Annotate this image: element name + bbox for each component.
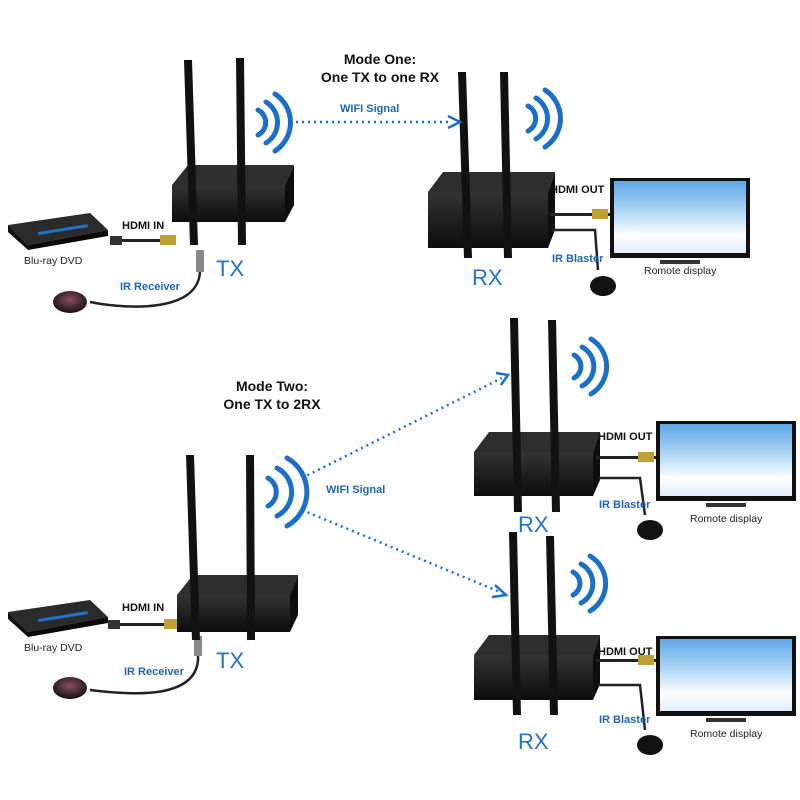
wifi-waves-rx-2b <box>570 553 609 614</box>
bluray-player-1 <box>8 213 108 250</box>
wifi-signal-label-2: WIFI Signal <box>326 484 386 496</box>
bluray-player-2 <box>8 600 108 637</box>
wifi-waves-rx-1 <box>525 87 563 150</box>
hdmi-out-label-1: HDMI OUT <box>550 184 605 196</box>
ir-blaster-label-1: IR Blaster <box>552 253 604 265</box>
wifi-waves-tx-1 <box>255 91 293 154</box>
rx-label-1: RX <box>472 265 503 290</box>
hdmi-out-cable-2b <box>596 655 663 755</box>
ir-blaster-label-2a: IR Blaster <box>599 499 651 511</box>
ir-receiver-label-1: IR Receiver <box>120 281 180 293</box>
rx-box-1 <box>428 172 555 248</box>
mode-one-title-line2: One TX to one RX <box>320 69 440 85</box>
mode-two-title-line1: Mode Two: <box>235 378 309 394</box>
hdmi-in-label-1: HDMI IN <box>122 220 165 232</box>
tx-antennas-1 <box>184 58 246 245</box>
bluray-label-1: Blu-ray DVD <box>24 255 83 267</box>
ir-receiver-label-2: IR Receiver <box>124 666 184 678</box>
rx-box-2b <box>474 635 600 700</box>
rx-box-2a <box>474 432 600 496</box>
signal-arrow-2b <box>301 508 509 599</box>
ir-blaster-label-2b: IR Blaster <box>599 714 651 726</box>
display-label-2a: Romote display <box>690 513 763 525</box>
display-label-2b: Romote display <box>690 728 763 740</box>
wifi-signal-label-1: WIFI Signal <box>340 103 400 115</box>
remote-display-2a <box>656 421 796 507</box>
remote-display-2b <box>656 636 796 722</box>
hdmi-out-cable-2a <box>596 452 663 540</box>
hdmi-in-cable-1 <box>110 235 176 245</box>
tx-label-1: TX <box>216 256 245 281</box>
hdmi-out-label-2a: HDMI OUT <box>598 431 653 443</box>
hdmi-in-label-2: HDMI IN <box>122 602 165 614</box>
ir-receiver-1 <box>53 250 204 313</box>
signal-arrow-1 <box>290 114 463 130</box>
signal-arrow-2a <box>301 371 511 480</box>
wifi-waves-rx-2a <box>571 336 610 397</box>
tx-box-2 <box>177 575 298 632</box>
tx-antennas-2 <box>186 455 255 640</box>
mode-one-title: Mode One: One TX to one RX <box>315 50 445 86</box>
ir-receiver-2 <box>53 636 202 699</box>
tx-box-1 <box>172 165 294 222</box>
rx-antennas-1 <box>458 72 512 258</box>
hdmi-out-cable-1 <box>550 209 616 296</box>
mode-two-title: Mode Two: One TX to 2RX <box>212 377 332 413</box>
mode-two-title-line2: One TX to 2RX <box>223 396 321 412</box>
wifi-waves-tx-2 <box>265 455 310 529</box>
rx-antennas-2a <box>510 318 560 512</box>
hdmi-out-label-2b: HDMI OUT <box>598 646 653 658</box>
remote-display-1 <box>610 178 750 264</box>
bluray-label-2: Blu-ray DVD <box>24 642 83 654</box>
hdmi-in-cable-2 <box>108 619 180 629</box>
display-label-1: Romote display <box>644 265 717 277</box>
rx-label-2a: RX <box>518 512 549 537</box>
tx-label-2: TX <box>216 648 245 673</box>
rx-antennas-2b <box>509 532 558 715</box>
mode-one-title-line1: Mode One: <box>343 51 417 67</box>
rx-label-2b: RX <box>518 729 549 754</box>
